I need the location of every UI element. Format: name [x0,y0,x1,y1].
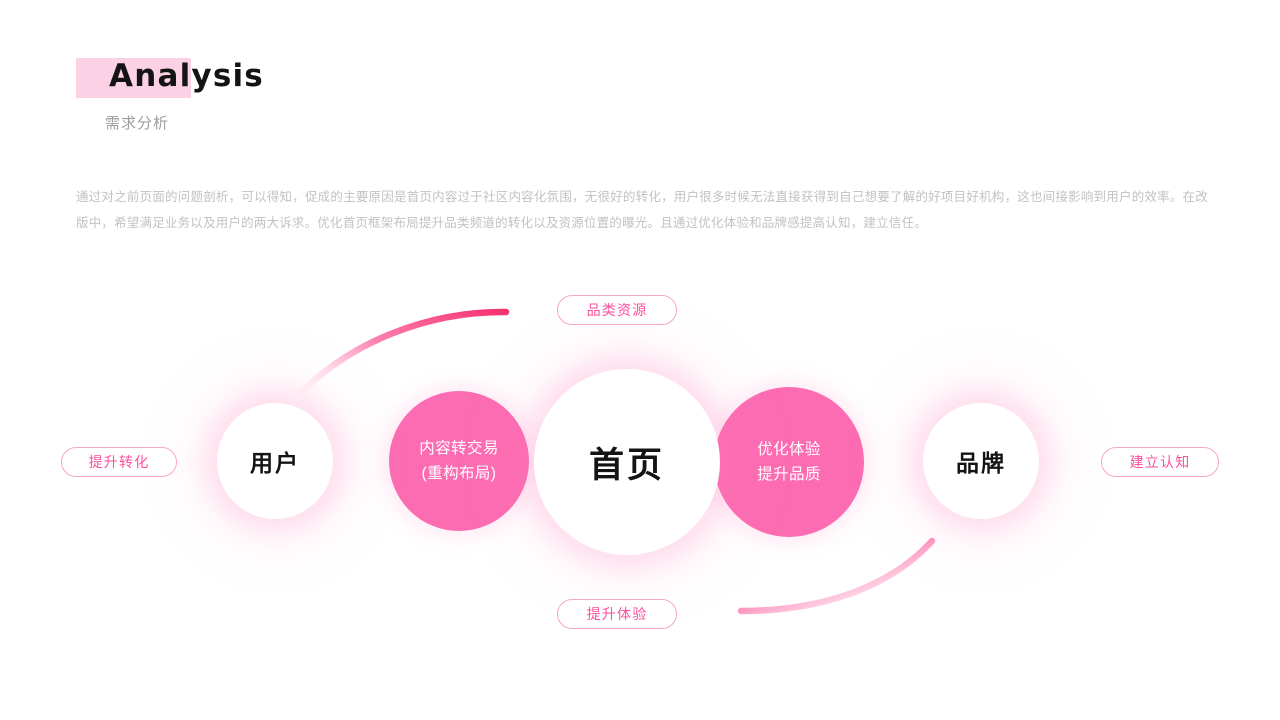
pill-improve-conversion[interactable]: 提升转化 [61,447,177,477]
page-title: Analysis [109,58,264,94]
page-subtitle: 需求分析 [105,115,170,132]
pill-bottom-label: 提升体验 [586,606,648,622]
node-exp-label-line1: 优化体验 [757,441,821,458]
node-content-to-transaction[interactable]: 内容转交易 (重构布局) [389,391,529,531]
node-content-label-line1: 内容转交易 [419,440,499,457]
pill-top-label: 品类资源 [586,302,648,318]
node-brand[interactable]: 品牌 [923,403,1039,519]
intro-paragraph: 通过对之前页面的问题剖析，可以得知，促成的主要原因是首页内容过于社区内容化氛围，… [76,189,1208,230]
node-user[interactable]: 用户 [217,403,333,519]
pill-improve-experience[interactable]: 提升体验 [557,599,677,629]
node-exp-label: 优化体验 提升品质 [757,437,821,487]
bottom-arc [737,537,936,615]
node-optimize-experience[interactable]: 优化体验 提升品质 [714,387,864,537]
title-highlight-bar [76,58,191,98]
node-homepage[interactable]: 首页 [534,369,720,555]
pill-category-resources[interactable]: 品类资源 [557,295,677,325]
header-block: Analysis 需求分析 [76,50,264,132]
pill-left-label: 提升转化 [88,454,150,470]
node-exp-label-line2: 提升品质 [757,466,821,483]
top-arc [292,308,510,402]
node-home-label: 首页 [588,445,665,485]
title-wrap: Analysis [76,50,264,102]
pill-build-awareness[interactable]: 建立认知 [1101,447,1219,477]
node-user-label: 用户 [250,450,300,476]
node-content-label: 内容转交易 (重构布局) [419,436,499,486]
node-content-label-line2: (重构布局) [421,465,497,482]
pill-right-label: 建立认知 [1129,454,1191,470]
node-brand-label: 品牌 [956,450,1006,476]
